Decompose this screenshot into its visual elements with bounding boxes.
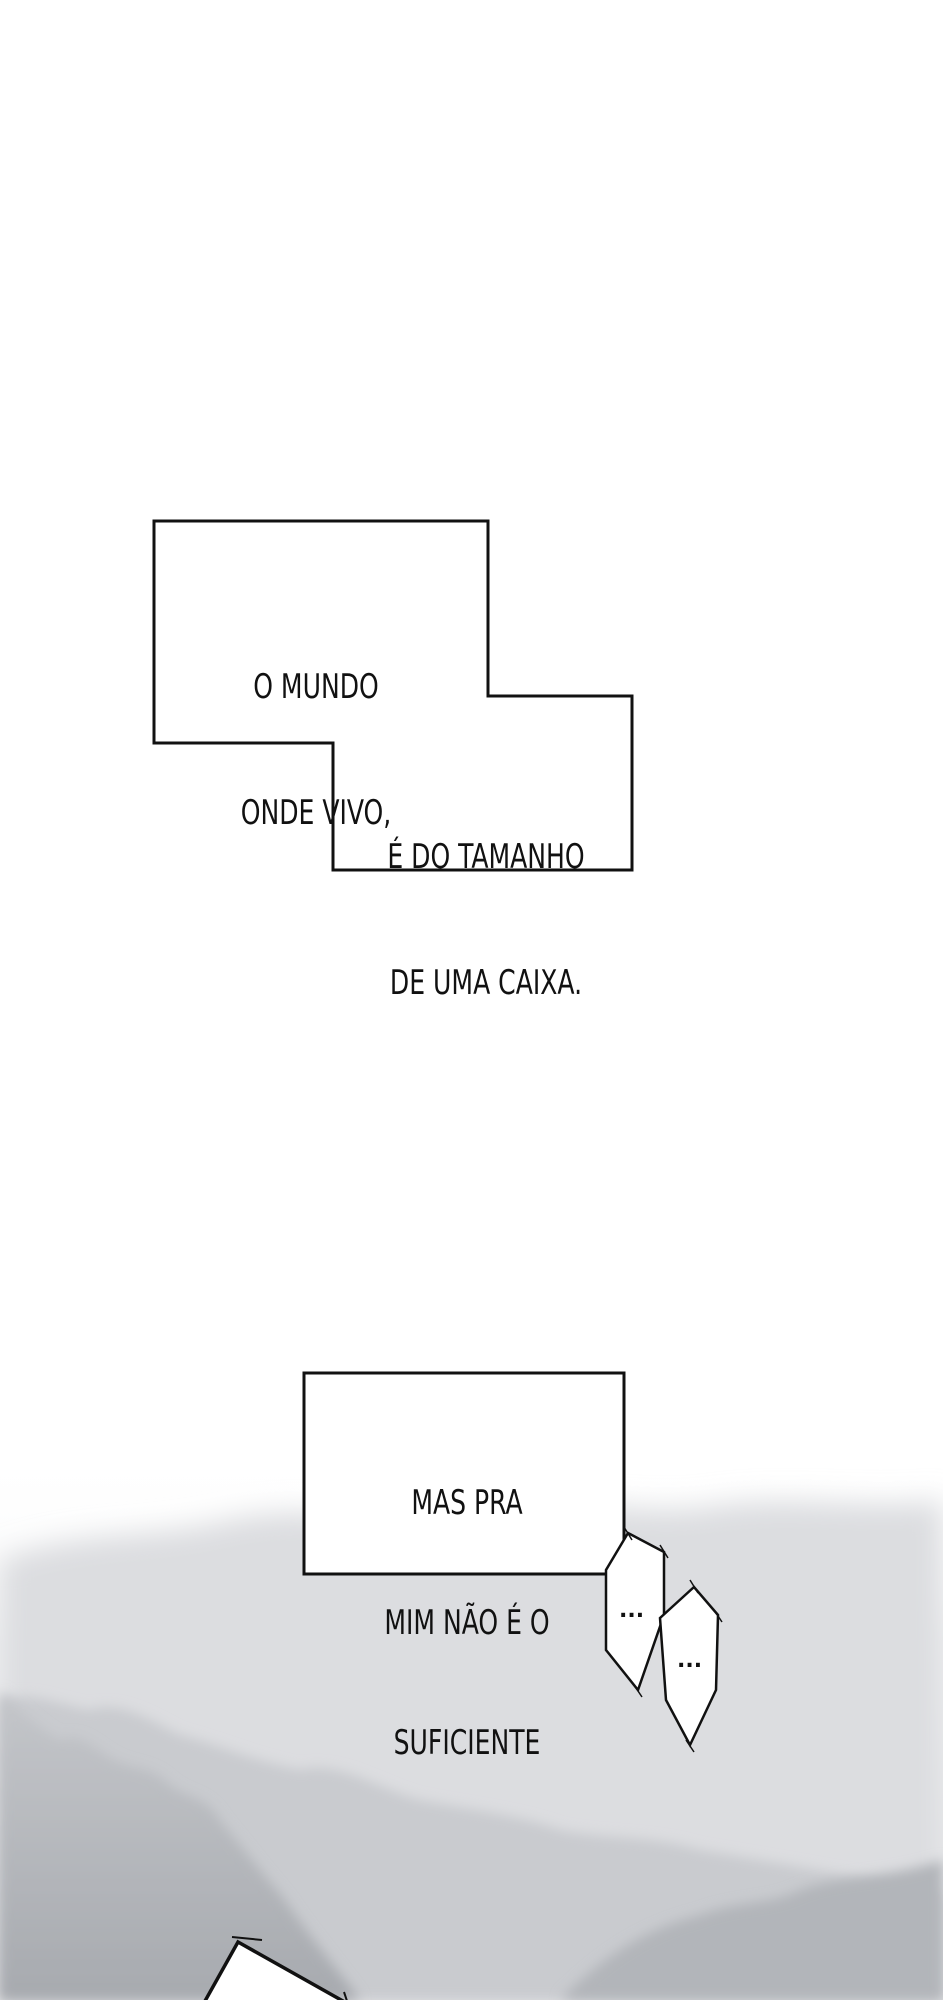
caption-one-line-1: O MUNDO: [253, 667, 379, 707]
caption-box-one: [152, 519, 634, 872]
caption-two-line-1: MAS PRA: [411, 1483, 523, 1523]
thought-bubble-two-text: ...: [677, 1648, 703, 1673]
thought-bubble-two: [658, 1579, 723, 1753]
panel-corner-bottom: [203, 1939, 345, 2000]
caption-two-line-2: MIM NÃO É O: [384, 1603, 550, 1643]
caption-two-line-3: SUFICIENTE: [393, 1723, 541, 1763]
thought-bubble-one: [604, 1526, 669, 1698]
caption-one-text-bottom: É DO TAMANHO DE UMA CAIXA.: [379, 752, 592, 1088]
caption-one-line-2: ONDE VIVO,: [240, 793, 392, 833]
caption-one-line-3: É DO TAMANHO: [387, 837, 585, 877]
right-dark-trees: [560, 1860, 943, 2000]
caption-two-text: MAS PRA MIM NÃO É O SUFICIENTE: [365, 1403, 570, 1843]
left-dark-trees: [0, 1690, 360, 2000]
caption-one-line-4: DE UMA CAIXA.: [389, 963, 583, 1003]
caption-box-two: [302, 1371, 626, 1576]
caption-one-text-top: O MUNDO ONDE VIVO,: [218, 582, 415, 918]
thought-bubble-one-text: ...: [619, 1598, 645, 1623]
panel-corner-sketch-mark: [231, 1936, 348, 2000]
